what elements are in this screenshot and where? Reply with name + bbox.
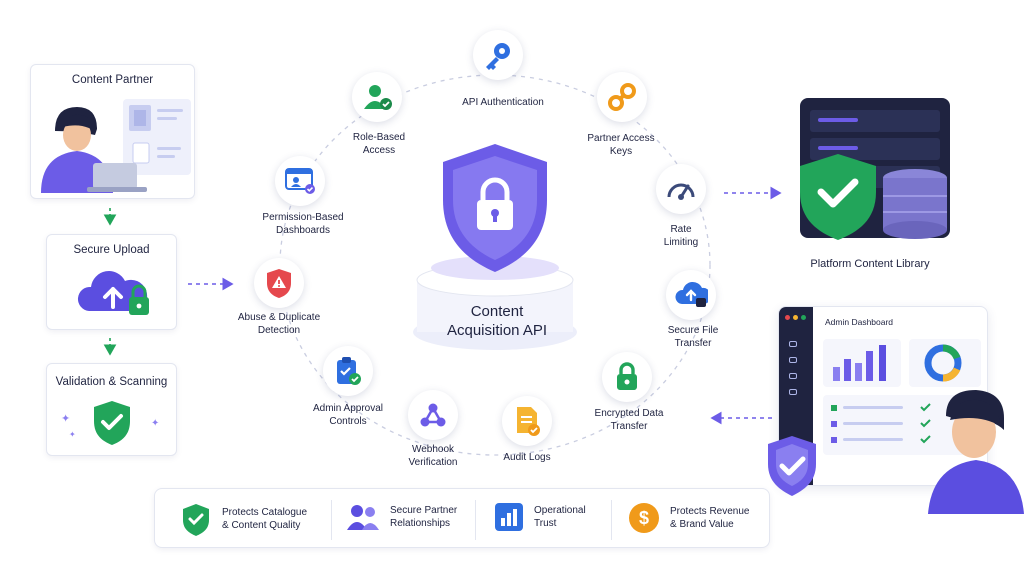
partners-icon bbox=[347, 505, 379, 530]
benefit-label: Protects Catalogue & Content Quality bbox=[222, 507, 308, 531]
benefit-operational-trust: Operational Trust bbox=[494, 502, 586, 532]
sidebar-icon bbox=[789, 357, 797, 363]
abuse-duplicate-detection-label: Abuse & Duplicate Detection bbox=[237, 312, 321, 336]
benefit-partner-relationships: Secure Partner Relationships bbox=[346, 502, 457, 532]
warning-shield-icon bbox=[267, 269, 291, 298]
lock-icon bbox=[617, 362, 637, 390]
benefit-revenue-brand: $ Protects Revenue & Brand Value bbox=[628, 502, 750, 534]
cloud-upload-icon bbox=[77, 271, 149, 315]
partner-access-keys-node bbox=[597, 72, 647, 122]
api-authentication-node bbox=[473, 30, 523, 80]
sidebar-icon bbox=[789, 341, 797, 347]
shield-check-icon bbox=[94, 401, 130, 445]
dashboard-shield-icon bbox=[768, 436, 816, 496]
audit-logs-label: Audit Logs bbox=[503, 452, 551, 463]
sparkle-icon: ✦ bbox=[69, 430, 76, 439]
key-icon bbox=[486, 43, 510, 70]
benefit-content-quality: Protects Catalogue & Content Quality bbox=[180, 502, 307, 536]
role-based-access-label: Role-Based Access bbox=[352, 132, 406, 156]
webhook-verification-node bbox=[408, 390, 458, 440]
svg-text:$: $ bbox=[639, 508, 649, 528]
secure-upload-title: Secure Upload bbox=[73, 244, 150, 256]
rate-limiting-label: Rate Limiting bbox=[663, 224, 699, 248]
rate-limiting-node bbox=[656, 164, 706, 214]
encrypted-data-transfer-label: Encrypted Data Transfer bbox=[594, 408, 664, 432]
benefit-divider bbox=[475, 500, 476, 540]
webhook-icon bbox=[420, 403, 446, 427]
cloud-lock-icon bbox=[675, 281, 708, 307]
dashboard-content bbox=[823, 339, 981, 455]
abuse-duplicate-detection-node bbox=[254, 258, 304, 308]
encrypted-data-transfer-node bbox=[602, 352, 652, 402]
content-library-illustration bbox=[800, 98, 950, 240]
sparkle-icon: ✦ bbox=[151, 418, 160, 429]
sparkle-icon: ✦ bbox=[61, 413, 71, 425]
content-library-label: Platform Content Library bbox=[810, 258, 930, 270]
gauge-icon bbox=[667, 183, 695, 200]
content-partner-title: Content Partner bbox=[71, 74, 154, 86]
user-check-icon bbox=[364, 85, 392, 110]
benefit-label: Secure Partner Relationships bbox=[390, 505, 458, 529]
webhook-verification-label: Webhook Verification bbox=[408, 444, 458, 468]
secure-file-transfer-label: Secure File Transfer bbox=[667, 325, 719, 349]
center-platform bbox=[413, 144, 577, 350]
dollar-icon: $ bbox=[629, 503, 659, 533]
window-dot-green bbox=[801, 315, 806, 320]
dashboard-title: Admin Dashboard bbox=[825, 317, 894, 327]
admin-dashboard-window: Admin Dashboard bbox=[778, 306, 988, 486]
document-check-icon bbox=[517, 407, 540, 436]
permission-dashboards-label: Permission-Based Dashboards bbox=[262, 212, 344, 236]
secure-file-transfer-node bbox=[666, 270, 716, 320]
admin-approval-controls-label: Admin Approval Controls bbox=[312, 403, 384, 427]
benefit-label: Protects Revenue & Brand Value bbox=[670, 506, 750, 530]
validation-title: Validation & Scanning bbox=[55, 376, 168, 388]
permission-dashboards-node bbox=[275, 156, 325, 206]
benefit-label: Operational Trust bbox=[534, 505, 586, 529]
role-based-access-node bbox=[352, 72, 402, 122]
content-partner-card: Content Partner bbox=[30, 64, 195, 199]
validation-card: Validation & Scanning ✦ ✦ ✦ bbox=[46, 363, 177, 456]
benefit-divider bbox=[611, 500, 612, 540]
audit-logs-node bbox=[502, 396, 552, 446]
benefit-divider bbox=[331, 500, 332, 540]
secure-upload-card: Secure Upload bbox=[46, 234, 177, 330]
bar-chart-icon bbox=[495, 503, 523, 531]
shield-check-icon bbox=[183, 504, 209, 536]
api-authentication-label: API Authentication bbox=[462, 97, 544, 108]
window-dot-yellow bbox=[793, 315, 798, 320]
content-partner-illustration bbox=[41, 99, 191, 193]
benefits-bar bbox=[154, 488, 770, 548]
partner-access-keys-label: Partner Access Keys bbox=[587, 133, 655, 157]
link-icon bbox=[608, 83, 636, 111]
center-title: Content Acquisition API bbox=[446, 303, 548, 339]
window-dot-red bbox=[785, 315, 790, 320]
admin-person-illustration bbox=[928, 390, 1024, 514]
sidebar-icon bbox=[789, 373, 797, 379]
dashboard-user-icon bbox=[285, 168, 315, 194]
admin-approval-controls-node bbox=[323, 346, 373, 396]
sidebar-icon bbox=[789, 389, 797, 395]
clipboard-check-icon bbox=[337, 357, 361, 385]
